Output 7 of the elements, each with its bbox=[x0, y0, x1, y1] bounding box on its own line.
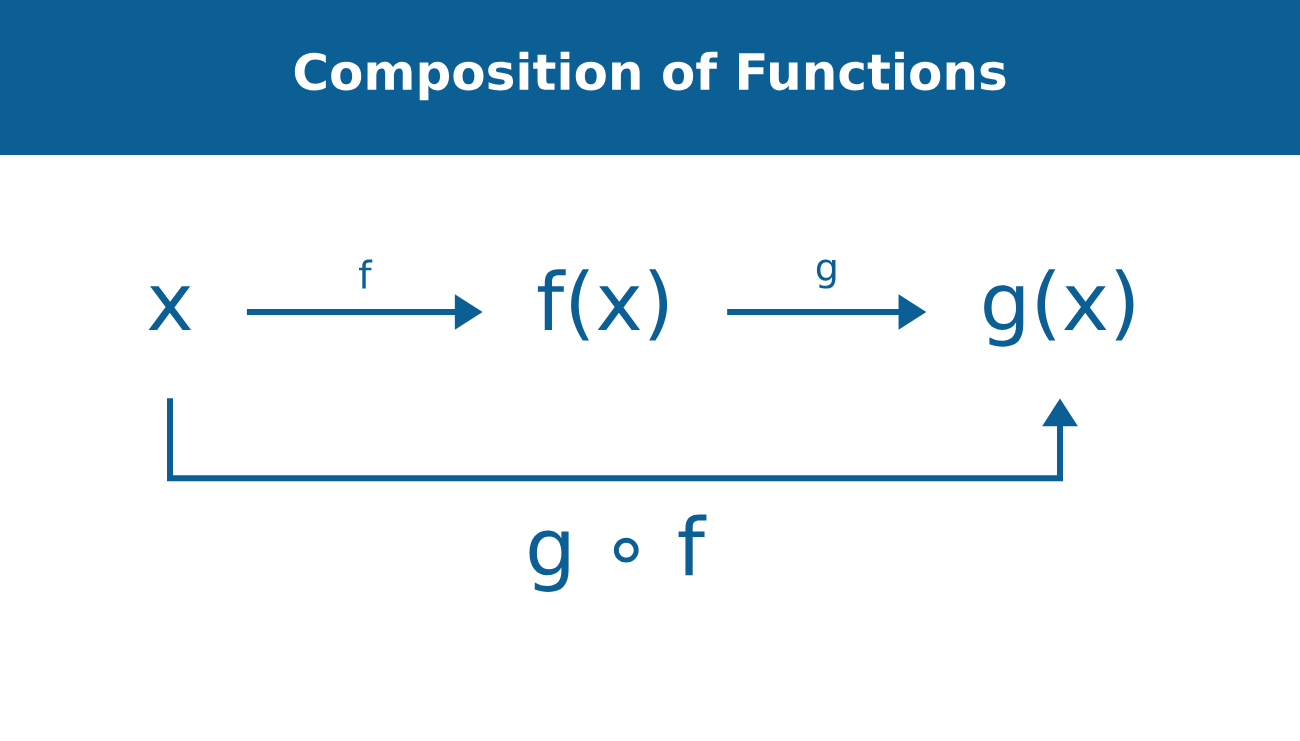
math-term: g(x) bbox=[984, 269, 1134, 347]
math-term: x bbox=[148, 286, 192, 330]
edge-label: g bbox=[816, 259, 836, 289]
title-band: Composition of Functions bbox=[0, 0, 1300, 155]
edge-label: g ∘ f bbox=[529, 514, 707, 592]
math-term: f(x) bbox=[537, 269, 668, 341]
edge-label: f bbox=[359, 259, 373, 289]
